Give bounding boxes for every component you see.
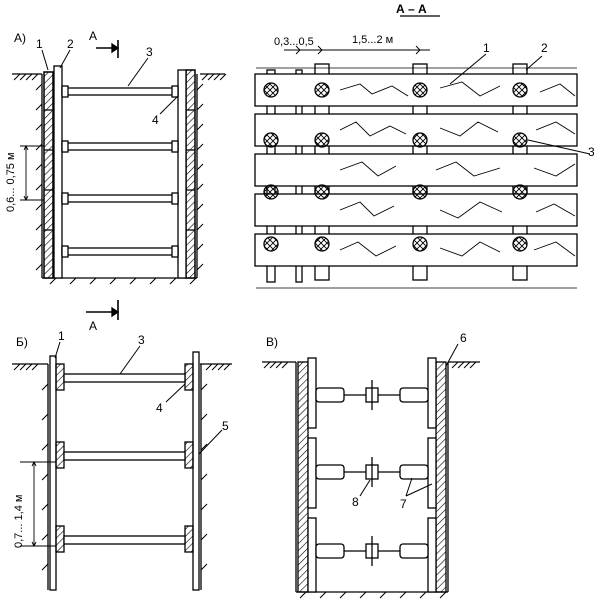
panel-b-label: Б) [16, 335, 28, 349]
panel-v [262, 343, 480, 599]
callout-4-b: 4 [156, 401, 163, 415]
dimension-b-vertical: 0,7... 1,4 м [13, 495, 25, 548]
callout-2-a: 2 [67, 37, 74, 51]
panel-a [12, 40, 227, 285]
wall-hatch-a-left [35, 83, 43, 271]
cut-mark-a-top: А [89, 29, 97, 43]
panel-v-label: В) [266, 335, 278, 349]
screw-struts [315, 380, 429, 566]
dimension-a-vertical: 0,6... 0,75 м [5, 152, 17, 212]
cut-mark-a-bottom: А [89, 319, 97, 333]
callout-1-a: 1 [36, 37, 43, 51]
callout-1-b: 1 [58, 329, 65, 343]
boards [254, 67, 578, 289]
callout-6-v: 6 [460, 331, 467, 345]
ground-hatch-a [13, 73, 227, 81]
callout-3-a: 3 [146, 45, 153, 59]
callout-8-v: 8 [352, 495, 359, 509]
section-a-a [254, 15, 591, 289]
callout-3-b: 3 [138, 333, 145, 347]
dimension-section-spacing: 1,5...2 м [352, 34, 393, 46]
callout-3-section: 3 [588, 145, 595, 159]
callout-5-b: 5 [222, 419, 229, 433]
callout-7-v: 7 [400, 497, 407, 511]
callout-2-section: 2 [541, 41, 548, 55]
struts-a [61, 85, 179, 258]
strut-sections [263, 82, 528, 252]
wall-hatch-a-right [49, 83, 204, 285]
panel-b [12, 300, 232, 591]
panel-a-label: А) [14, 31, 26, 45]
dimension-section-gap: 0,3...0,5 [274, 36, 314, 48]
callout-1-section: 1 [483, 41, 490, 55]
section-title: А – А [396, 2, 427, 16]
callout-4-a: 4 [152, 113, 159, 127]
